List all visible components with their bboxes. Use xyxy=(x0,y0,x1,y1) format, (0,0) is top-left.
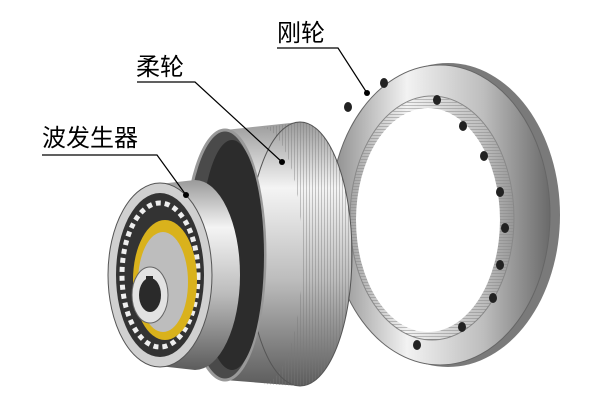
bolt-holes xyxy=(344,78,509,350)
leader-circular-spline xyxy=(277,47,368,94)
pointer-dot-wave-generator xyxy=(183,192,189,198)
label-wave-generator: 波发生器 xyxy=(42,124,138,152)
label-flexspline: 柔轮 xyxy=(136,53,184,81)
label-circular-spline: 刚轮 xyxy=(277,19,325,47)
pointer-dot-circular-spline xyxy=(364,90,370,96)
circular-spline xyxy=(329,63,560,367)
leader-wave-generator xyxy=(42,154,187,196)
pointer-dot-flexspline xyxy=(279,159,285,165)
leader-flexspline xyxy=(137,81,283,163)
leader-lines xyxy=(42,47,368,196)
wave-generator xyxy=(107,180,240,370)
